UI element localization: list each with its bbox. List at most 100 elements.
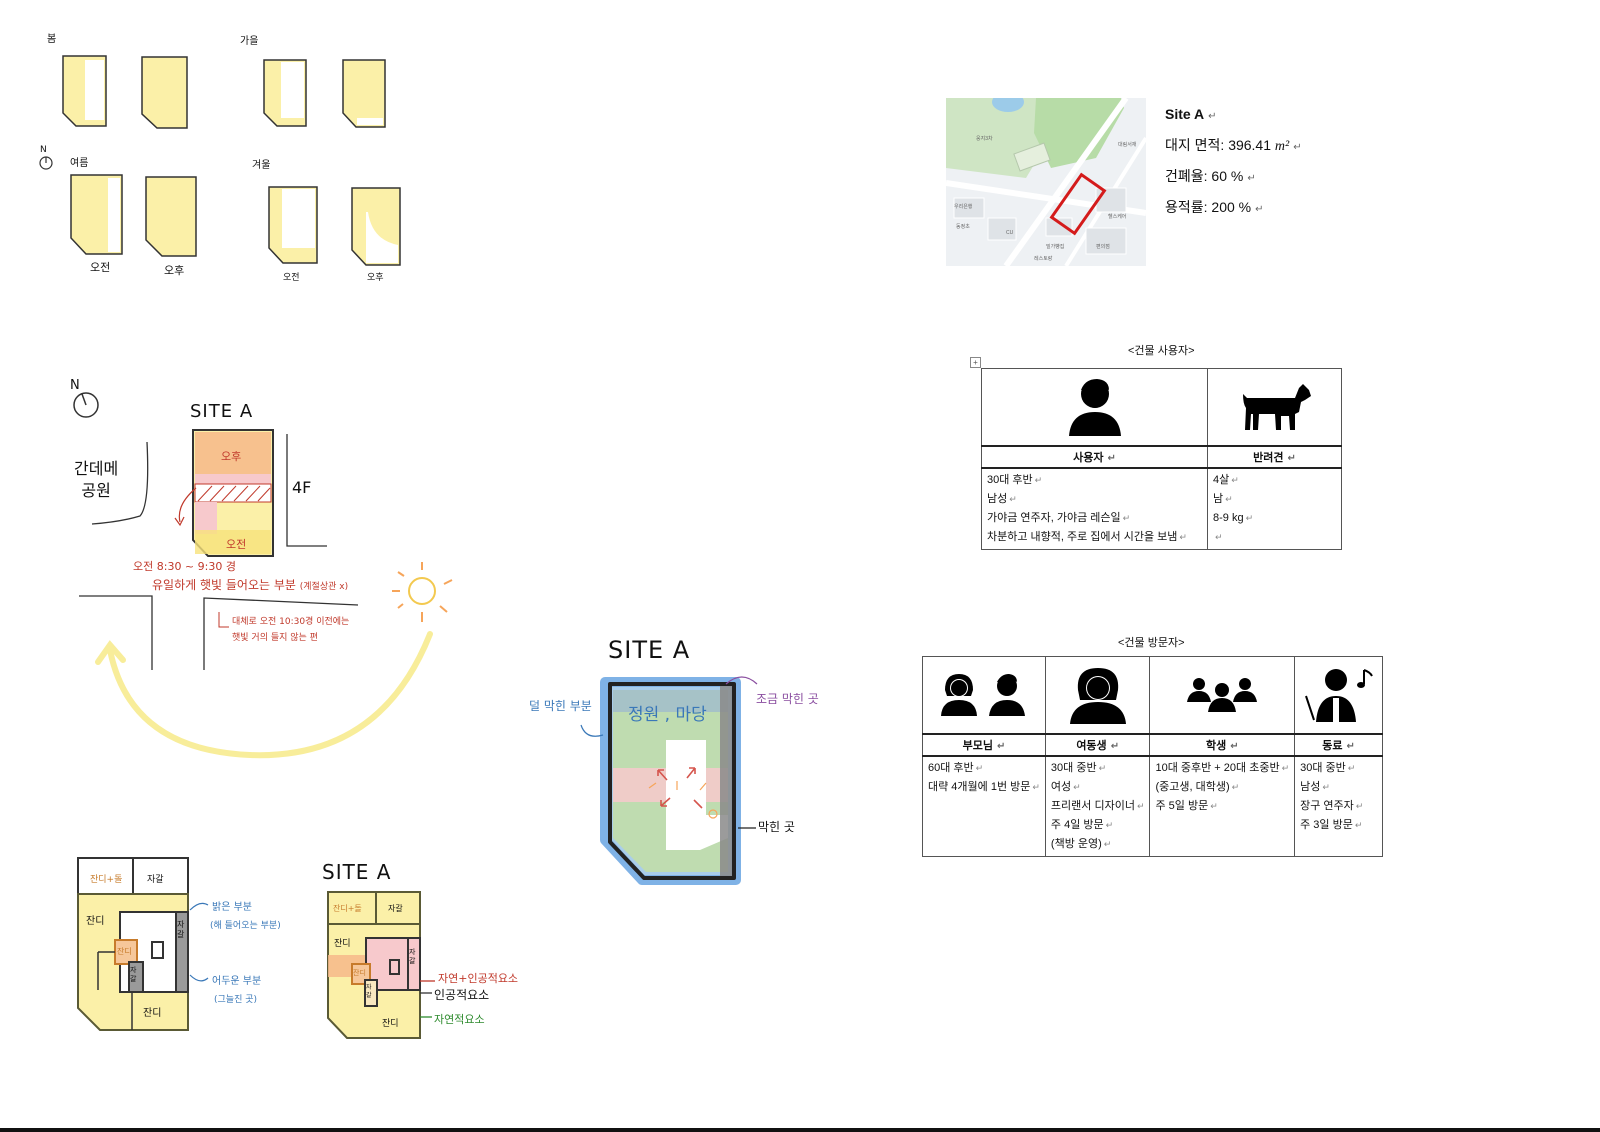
site-info-title-row: Site A↵ [1165,106,1217,122]
list-item: (중고생, 대학생)↵ [1155,781,1240,793]
list-item: 남↵ [1213,493,1233,505]
users-header-row: 사용자↵ 반려견↵ [981,445,1342,469]
map-label-2: 동정초 [956,223,970,230]
label-winter: 겨울 [252,160,271,171]
autumn-pm-block [342,59,386,128]
label-less-blocked: 덜 막힌 부분 [529,699,592,713]
visitors-data-col1: 60대 후반↵ 대략 4개월에 1번 방문↵ [922,755,1046,857]
site-coverage: 건폐율: 60 % [1165,168,1244,184]
label-site-pm: 오후 [221,450,242,463]
label-north-small: N [40,145,47,155]
dog-icon-cell [1207,368,1342,447]
visitors-data-col3: 10대 중후반 + 20대 초중반↵ (중고생, 대학생)↵ 주 5일 방문↵ [1149,755,1296,857]
table-handle-icon[interactable]: + [970,357,981,368]
map-label-7: 레스토랑 [1034,255,1053,262]
site-area-row: 대지 면적: 396.41 m²↵ [1165,137,1302,154]
list-item: 차분하고 내향적, 주로 집에서 시간을 보냄↵ [987,531,1187,543]
map-label-0: 웅지3차 [976,135,993,142]
user-icon-cell [981,368,1208,447]
visitors-caption: <건물 방문자> [1118,637,1185,649]
plan1-lawn-path: 잔디+돌 [90,875,123,885]
plan2-note-natural: 자연적요소 [434,1013,485,1026]
list-item: 30대 중반↵ [1300,762,1356,774]
plan1 [77,857,189,1031]
visitors-icon-row [922,656,1383,735]
plan2-lawn-path: 잔디+돌 [333,904,362,913]
plan1-lawn2: 잔디 [117,947,132,956]
site-title-sun: SITE A [190,401,254,422]
site-coverage-row: 건폐율: 60 %↵ [1165,168,1256,184]
label-spring: 봄 [47,34,57,45]
visitors-header-0: 부모님↵ [922,733,1046,757]
list-item: 8-9 kg↵ [1213,512,1254,524]
site-title-garden: SITE A [608,636,691,664]
label-north-large: N [70,378,80,393]
list-item: 10대 중후반 + 20대 초중반↵ [1155,762,1290,774]
plan2-note-artificial: 인공적요소 [434,988,490,1002]
plan2-lawn1: 잔디 [334,939,351,949]
visitors-data-col2: 30대 중반↵ 여성↵ 프리랜서 디자이너↵ 주 4일 방문↵ (책방 운영)↵ [1044,755,1151,857]
visitors-table: 부모님↵ 여동생↵ 학생↵ 동료↵ 60대 후반↵ 대략 4개월에 1번 방문↵… [922,656,1383,857]
label-summer: 여름 [70,158,89,169]
visitors-data-row: 60대 후반↵ 대략 4개월에 1번 방문↵ 30대 중반↵ 여성↵ 프리랜서 … [922,755,1383,857]
note-time: 오전 8:30 ~ 9:30 경 [133,560,236,573]
site-title: Site A [1165,106,1205,122]
group-icon [1187,677,1258,712]
person-icon [988,673,1025,716]
sun-icon [392,562,453,622]
plan2-gravel-side: 자갈 [409,948,416,965]
list-item: 대략 4개월에 1번 방문↵ [928,781,1040,793]
label-slightly-blocked: 조금 막힌 곳 [756,692,819,706]
plan1-lawn1: 잔디 [86,916,105,927]
users-data-row: 30대 후반↵ 남성↵ 가야금 연주자, 가야금 레슨일↵ 차분하고 내향적, … [981,467,1342,550]
label-garden: 정원 , 마당 [628,705,707,725]
dog-icon [1242,383,1311,430]
map-label-4: CU [1006,230,1014,236]
list-item: ↵ [1215,532,1223,542]
site-area: 대지 면적: 396.41 [1165,137,1275,153]
map-label-8: 편의점 [1096,243,1110,250]
map-label-5: 헬스케어 [1108,213,1126,220]
plan1-dark-sub: (그늘진 곳) [214,995,258,1005]
label-summer-pm: 오후 [164,264,185,277]
plan2-gravel: 자갈 [388,904,403,913]
plan2-lawn2: 잔디 [353,969,366,977]
site-area-unit: m² [1274,139,1290,154]
students-icon-cell [1149,656,1296,735]
visitors-header-1: 여동생↵ [1044,733,1151,757]
site-map: 웅지3차 우리은행 동정초 밀가빵집 CU 헬스케어 대림서재 레스토랑 편의점 [946,98,1146,266]
list-item: 주 3일 방문↵ [1300,819,1363,831]
note-sub1: 대체로 오전 10:30경 이전에는 [232,617,350,627]
users-table: 사용자↵ 반려견↵ 30대 후반↵ 남성↵ 가야금 연주자, 가야금 레슨일↵ … [981,368,1342,550]
woman-icon [940,673,977,716]
map-label-3: 밀가빵집 [1046,243,1064,250]
plan2-note-mixed: 자연+인공적요소 [438,972,519,985]
autumn-am-block [263,59,307,127]
note-main-text: 유일하게 햇빛 들어오는 부분 [152,578,296,592]
spring-am-block [62,55,107,127]
plan1-bright-sub: (해 들어오는 부분) [210,921,281,931]
visitors-header-row: 부모님↵ 여동생↵ 학생↵ 동료↵ [922,733,1383,757]
list-item: 30대 후반↵ [987,474,1043,486]
list-item: 여성↵ [1050,781,1081,793]
list-item: 남성↵ [987,493,1017,505]
visitors-header-3: 동료↵ [1294,733,1383,757]
parents-icon [940,673,1025,716]
musician-icon [1304,668,1373,722]
page-bottom-divider [0,1128,1600,1132]
person-icon [1068,378,1121,436]
label-autumn: 가을 [240,36,259,47]
label-park: 간데메 공원 [74,459,119,500]
site-far-row: 용적률: 200 %↵ [1165,199,1264,215]
compass-icon [73,392,99,418]
users-icon-row [981,368,1342,447]
colleague-icon-cell [1294,656,1383,735]
list-item: 주 4일 방문↵ [1050,819,1114,831]
list-item: 60대 후반↵ [928,762,984,774]
list-item: (책방 운영)↵ [1050,838,1112,850]
map-label-1: 우리은행 [954,203,973,210]
list-item: 30대 중반↵ [1050,762,1107,774]
